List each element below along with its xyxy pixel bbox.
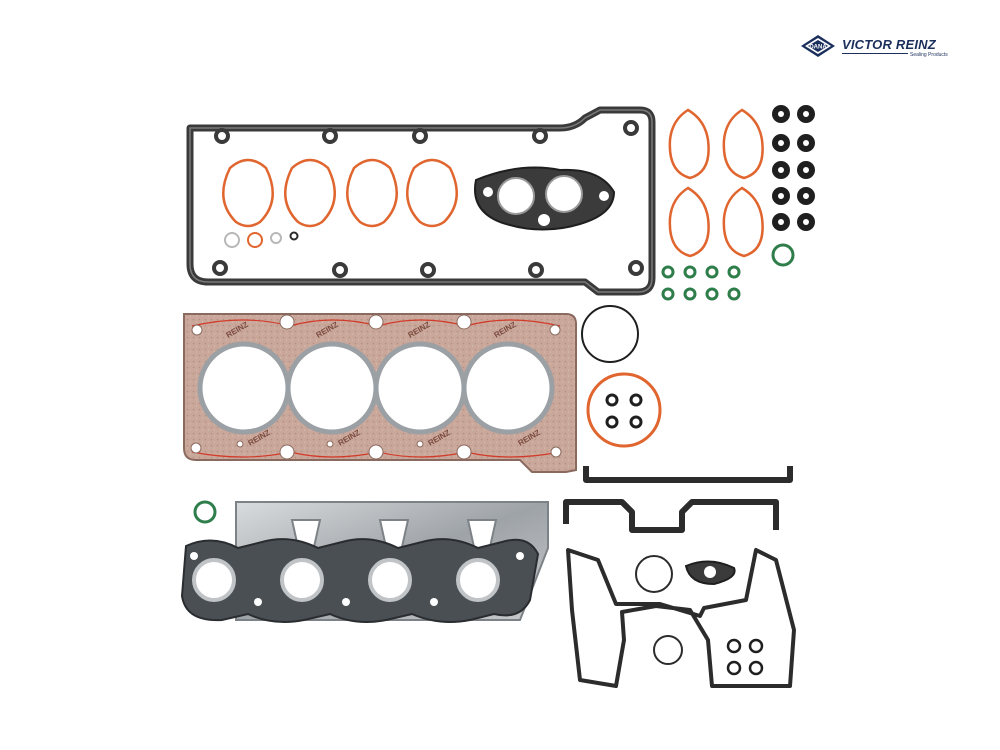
orange-ring-set	[586, 372, 662, 448]
small-seal-flange	[684, 560, 736, 586]
intake-seals	[222, 158, 458, 228]
valve-stem-seals	[771, 105, 815, 267]
brand-tagline: Sealing Products	[910, 52, 948, 58]
formed-seal	[563, 499, 779, 533]
cylinder-head-gasket: REINZ REINZ REINZ REINZ REINZ REINZ REIN…	[183, 313, 577, 473]
rubber-strip	[583, 466, 793, 483]
brand-rule	[842, 53, 908, 54]
flange-gasket	[474, 166, 616, 231]
green-seals	[661, 265, 741, 301]
brand-name: VICTOR REINZ	[842, 37, 936, 52]
seal-text: DANA	[809, 45, 827, 51]
dana-seal-icon: DANA	[801, 35, 835, 57]
green-ring	[193, 500, 217, 524]
large-o-ring	[581, 305, 639, 363]
small-o-rings	[224, 231, 299, 248]
timing-cover-gasket	[566, 548, 796, 688]
valve-cover-gasket	[186, 106, 656, 296]
teardrop-gaskets	[668, 108, 764, 258]
brand-logo: DANA VICTOR REINZ Sealing Products	[800, 34, 948, 60]
timing-o-rings	[726, 638, 764, 676]
exhaust-manifold-gasket	[180, 501, 549, 623]
